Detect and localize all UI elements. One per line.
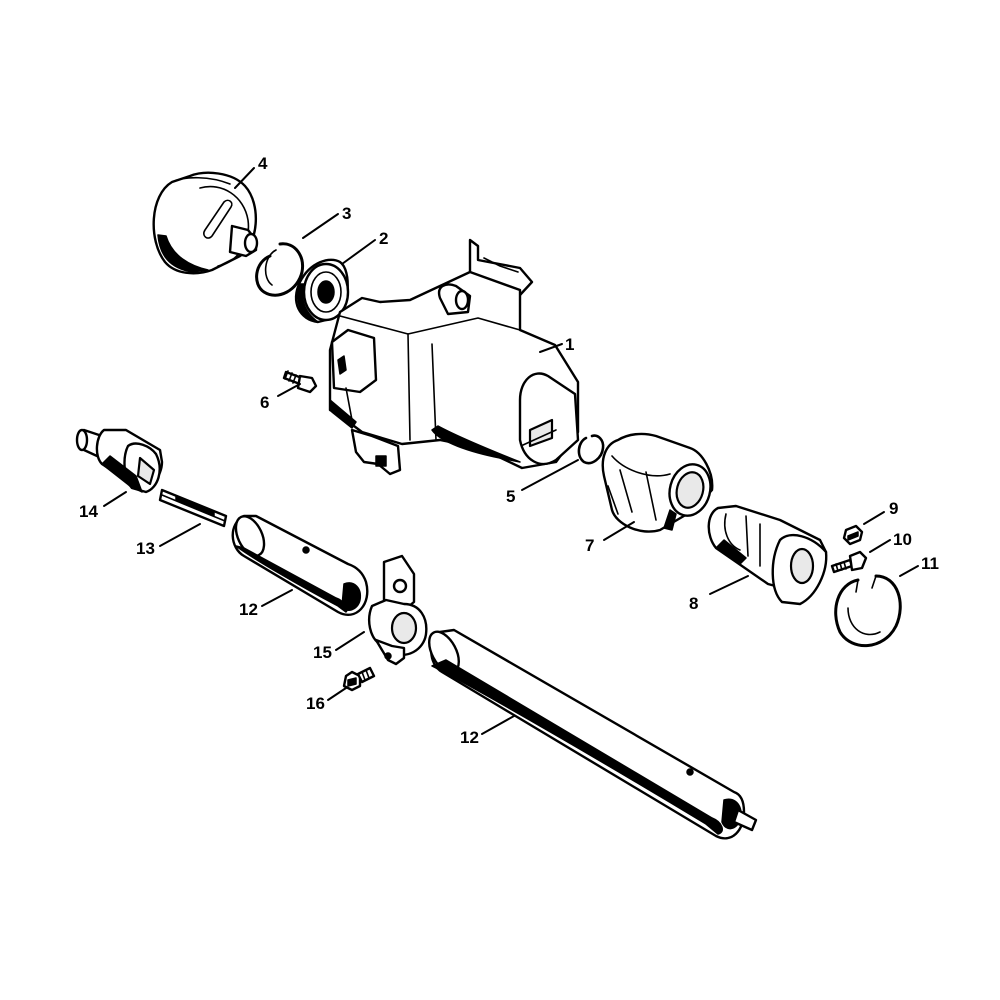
callout-3: 3 [342,204,351,223]
part-9-screw [842,524,864,546]
part-13-drive-key [158,488,228,528]
callout-5: 5 [506,487,515,506]
part-12-long-tube [428,628,758,840]
part-4-clutch-drum [152,171,259,275]
callout-13: 13 [136,539,155,558]
part-15-clamp [368,554,428,666]
leader-3 [302,213,339,239]
leader-1 [539,343,563,353]
leader-9 [863,511,885,525]
part-12-short-tube [231,514,369,616]
leader-2 [341,239,376,265]
leader-11 [899,565,919,577]
leader-15 [335,631,365,651]
leader-lines [103,167,919,735]
callout-16: 16 [306,694,325,713]
leader-5 [521,459,579,491]
leader-12-upper [261,589,293,607]
part-1-gear-housing [328,238,580,476]
leader-14 [103,491,127,507]
part-8-sleeve [707,504,828,606]
leader-6 [277,383,301,397]
callout-10: 10 [893,530,912,549]
part-14-end-fitting [75,428,164,494]
leader-13 [159,523,201,547]
part-3-circlip [255,242,305,297]
part-16-screw [342,666,376,692]
leader-4 [234,167,255,189]
callout-15: 15 [313,643,332,662]
leader-10 [869,539,891,553]
callout-9: 9 [889,499,898,518]
leader-8 [709,575,749,595]
callout-12-lower: 12 [460,728,479,747]
callout-11: 11 [921,554,939,573]
part-6-screw [282,370,318,394]
part-7-coupling [601,432,714,533]
callout-14: 14 [79,502,98,521]
callout-12-upper: 12 [239,600,258,619]
part-2-bearing [294,258,350,324]
callout-2: 2 [379,229,388,248]
callout-6: 6 [260,393,269,412]
leader-16 [327,687,347,701]
callout-8: 8 [689,594,698,613]
callout-7: 7 [585,536,594,555]
part-5-circlip [577,434,605,465]
callout-4: 4 [258,154,268,173]
leader-7 [603,521,635,541]
callout-labels: 1 2 3 4 5 6 7 8 9 10 11 12 12 13 14 15 1… [79,154,939,747]
leader-12-lower [481,715,515,735]
part-11-retaining-ring [834,574,902,647]
part-10-screw [830,550,868,574]
callout-1: 1 [565,335,574,354]
